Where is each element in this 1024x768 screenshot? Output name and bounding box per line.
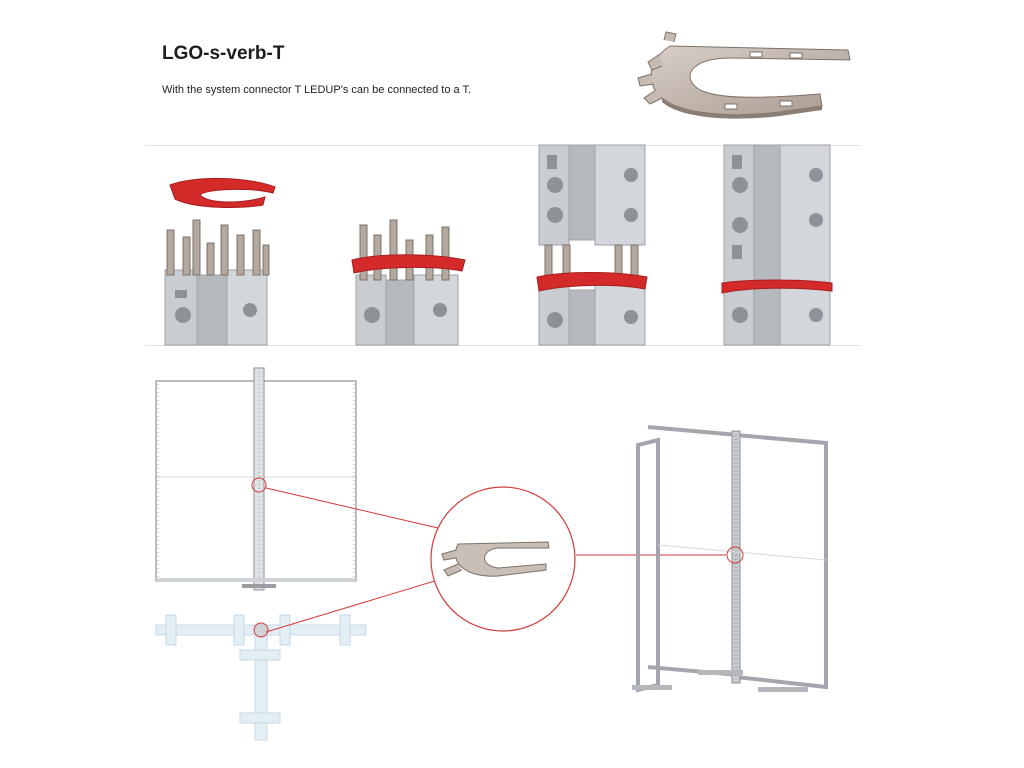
red-connector xyxy=(351,254,466,274)
detail-marker xyxy=(726,546,744,564)
assembly-step-3 xyxy=(536,144,648,346)
assembly-step-1 xyxy=(164,177,276,346)
assembly-step-2 xyxy=(351,219,466,346)
red-connector xyxy=(169,177,276,208)
assembly-step-4 xyxy=(721,144,833,346)
red-connector xyxy=(721,279,833,294)
page-title: LGO-s-verb-T xyxy=(162,43,285,64)
top-view-drawing xyxy=(155,614,367,741)
connector-plate-render xyxy=(637,31,851,119)
divider-bottom xyxy=(145,345,860,346)
t-frame-perspective xyxy=(632,425,828,693)
page-description: With the system connector T LEDUP's can … xyxy=(162,84,472,96)
red-connector xyxy=(536,272,648,292)
detail-marker xyxy=(251,477,267,493)
front-view-drawing xyxy=(155,367,357,591)
divider-top xyxy=(145,145,860,146)
detail-marker xyxy=(253,622,269,638)
connector-callout-zoom xyxy=(430,486,576,632)
